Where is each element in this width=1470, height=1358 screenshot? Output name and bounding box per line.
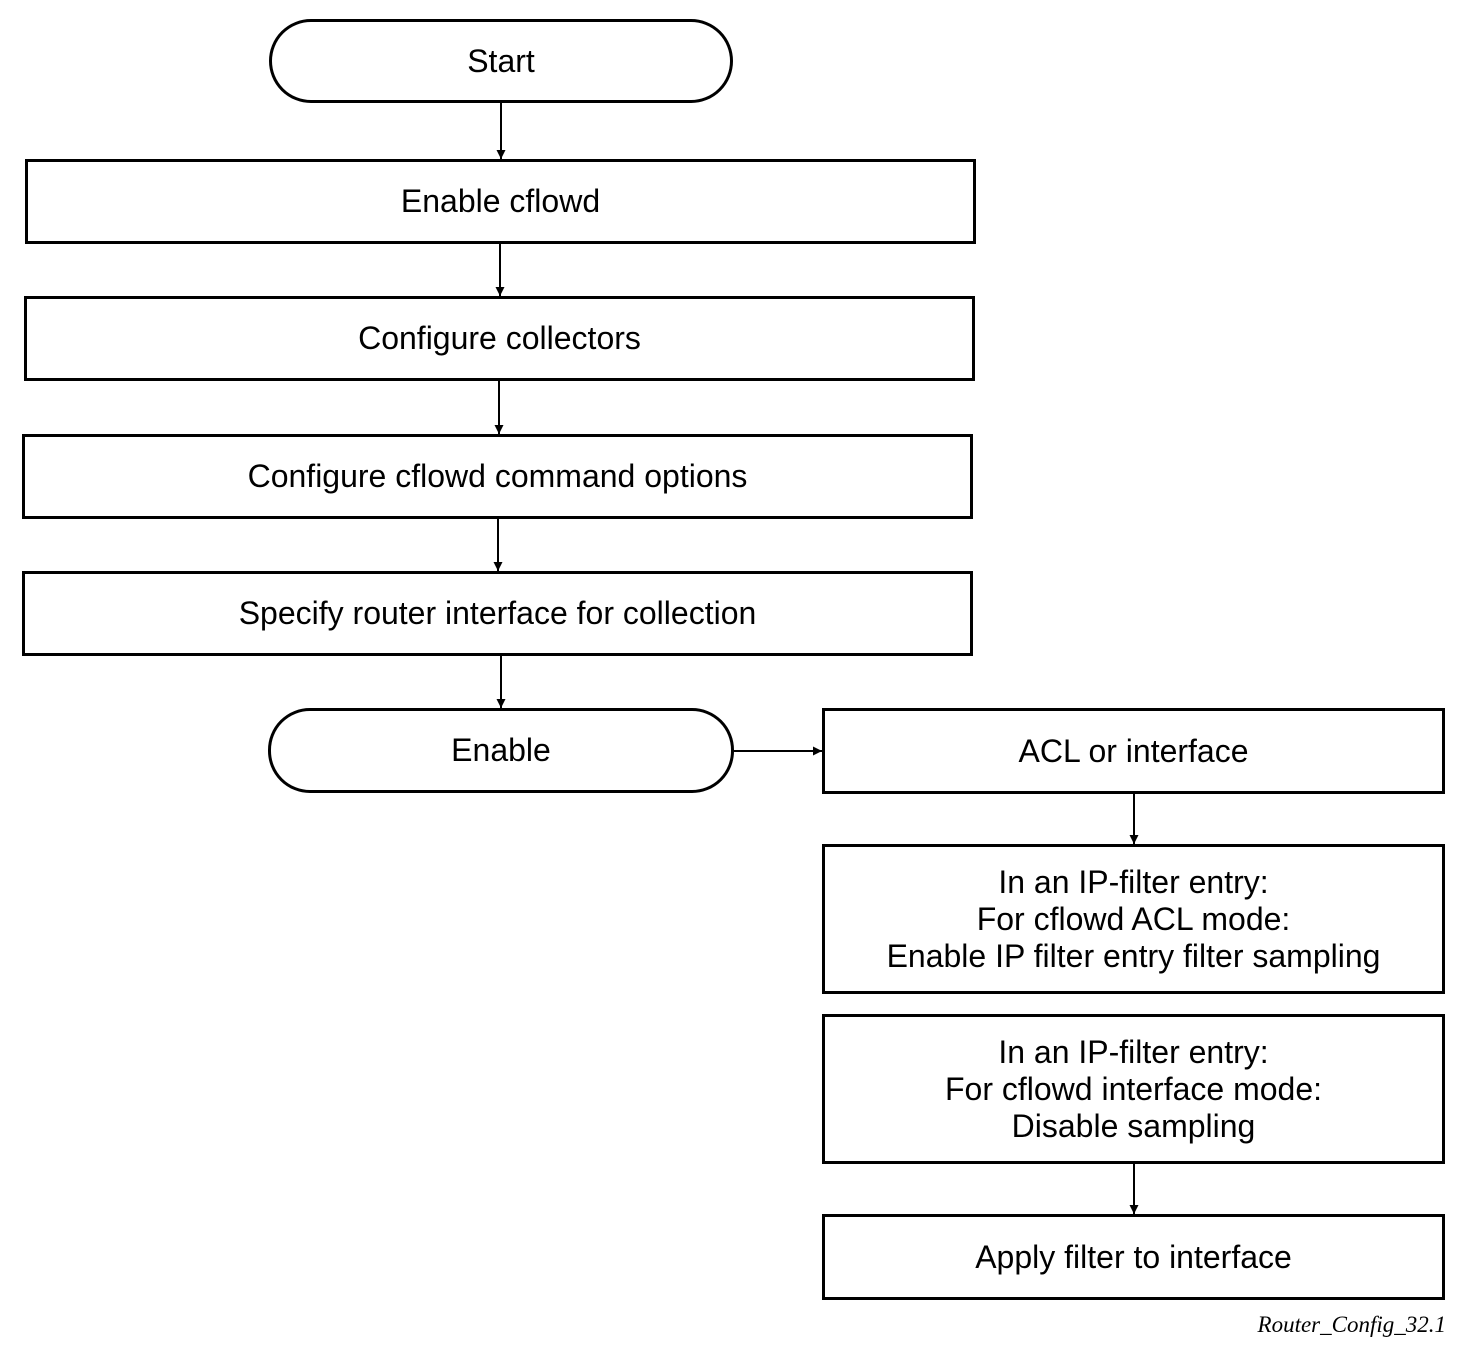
node-text-line: For cflowd interface mode: [944, 1070, 1323, 1107]
node-text-line: Enable [451, 732, 551, 768]
interface-mode-step: In an IP-filter entry:For cflowd interfa… [822, 1014, 1445, 1164]
node-text-line: Enable IP filter entry filter sampling [886, 937, 1381, 974]
node-text-line: ACL or interface [1018, 732, 1249, 769]
start-node: Start [269, 19, 733, 103]
node-text-line: Configure cflowd command options [247, 458, 748, 494]
node-text-line: Configure collectors [358, 320, 641, 356]
node-text-line: In an IP-filter entry: [998, 1033, 1269, 1070]
node-text-line: Start [467, 42, 535, 79]
node-text-line: Disable sampling [1011, 1107, 1256, 1144]
node-text-line: For cflowd ACL mode: [976, 900, 1291, 937]
specify-interface-step: Specify router interface for collection [22, 571, 973, 656]
configure-collectors-step: Configure collectors [24, 296, 975, 381]
figure-id: Router_Config_32.1 [1257, 1312, 1446, 1337]
enable-cflowd-step: Enable cflowd [25, 159, 976, 244]
enable-node: Enable [268, 708, 734, 793]
acl-mode-step: In an IP-filter entry:For cflowd ACL mod… [822, 844, 1445, 994]
node-text-line: Enable cflowd [400, 183, 601, 219]
node-text-line: Apply filter to interface [975, 1238, 1292, 1275]
configure-options-step: Configure cflowd command options [22, 434, 973, 519]
acl-or-interface-step: ACL or interface [822, 708, 1445, 794]
apply-filter-step: Apply filter to interface [822, 1214, 1445, 1300]
node-text-line: Specify router interface for collection [238, 595, 757, 631]
node-text-line: In an IP-filter entry: [998, 863, 1269, 900]
